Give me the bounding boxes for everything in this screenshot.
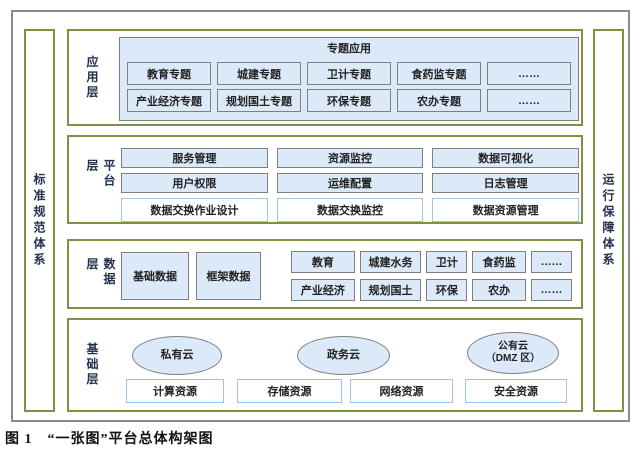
network-resource-box: 网络资源: [350, 379, 453, 403]
base-layer-label: 基础层: [85, 342, 99, 388]
platform-function-box: 用户权限: [121, 173, 268, 193]
data-category-box: 教育: [291, 251, 355, 273]
public-cloud-ellipse: 公有云 （DMZ 区）: [467, 332, 559, 374]
thematic-application-title: 专题应用: [327, 43, 371, 55]
thematic-application-container: 专题应用 教育专题 城建专题 卫计专题 食药监专题 …… 产业经济专题 规划国土…: [119, 37, 579, 121]
data-category-box-ellipsis: ……: [530, 251, 572, 273]
platform-function-box: 运维配置: [276, 173, 424, 193]
operation-support-system-bar: 运行保障体系: [593, 29, 624, 412]
compute-resource-box: 计算资源: [126, 379, 224, 403]
platform-function-grid: 服务管理 资源监控 数据可视化 用户权限 运维配置 日志管理 数据交换作业设计 …: [121, 148, 579, 222]
base-layer: 基础层 私有云 政务云 公有云 （DMZ 区） 计算资源 存储资源 网络资源 安…: [67, 318, 583, 412]
app-topic-box: 环保专题: [307, 89, 391, 112]
standards-system-bar: 标准规范体系: [24, 29, 55, 412]
platform-layer-label: 平台层: [85, 158, 116, 189]
data-category-box-ellipsis: ……: [530, 279, 572, 301]
storage-resource-box: 存储资源: [237, 379, 342, 403]
thematic-application-row-2: 产业经济专题 规划国土专题 环保专题 农办专题 ……: [120, 89, 578, 112]
app-topic-box: 农办专题: [397, 89, 481, 112]
data-category-box: 规划国土: [359, 279, 422, 301]
app-topic-box: 食药监专题: [397, 62, 481, 85]
security-resource-box: 安全资源: [465, 379, 567, 403]
app-topic-box: 产业经济专题: [127, 89, 211, 112]
thematic-application-row-1: 教育专题 城建专题 卫计专题 食药监专题 ……: [120, 62, 578, 85]
data-category-box: 城建水务: [359, 251, 422, 273]
data-category-box: 产业经济: [291, 279, 355, 301]
data-layer-label: 数据层: [85, 257, 116, 288]
government-cloud-ellipse: 政务云: [297, 336, 390, 375]
private-cloud-label: 私有云: [160, 348, 194, 361]
platform-function-box: 服务管理: [121, 148, 268, 168]
private-cloud-ellipse: 私有云: [132, 336, 222, 375]
app-topic-box: 城建专题: [217, 62, 301, 85]
app-topic-box: 教育专题: [127, 62, 211, 85]
basic-data-box: 基础数据: [121, 252, 189, 300]
public-cloud-label-line2: （DMZ 区）: [485, 353, 541, 364]
platform-function-box: 资源监控: [276, 148, 424, 168]
data-category-box: 环保: [426, 279, 468, 301]
platform-layer: 平台层 服务管理 资源监控 数据可视化 用户权限 运维配置 日志管理 数据交换作…: [67, 135, 583, 224]
app-topic-box-ellipsis: ……: [487, 89, 571, 112]
app-topic-box-ellipsis: ……: [487, 62, 571, 85]
platform-exchange-box: 数据资源管理: [432, 198, 579, 222]
standards-system-label: 标准规范体系: [32, 172, 46, 269]
data-category-box: 农办: [472, 279, 526, 301]
platform-function-box: 数据可视化: [432, 148, 579, 168]
data-category-box: 食药监: [472, 251, 526, 273]
data-category-box: 卫计: [426, 251, 468, 273]
data-category-grid: 教育 城建水务 卫计 食药监 …… 产业经济 规划国土 环保 农办 ……: [291, 251, 572, 301]
figure-caption: 图 1 “一张图”平台总体构架图: [5, 432, 214, 447]
government-cloud-label: 政务云: [327, 348, 360, 361]
diagram-frame: 标准规范体系 运行保障体系 应用层 专题应用 教育专题 城建专题 卫计专题 食药…: [11, 10, 630, 422]
data-layer: 数据层 基础数据 框架数据 教育 城建水务 卫计 食药监 …… 产业经济 规划国…: [67, 239, 583, 309]
application-layer: 应用层 专题应用 教育专题 城建专题 卫计专题 食药监专题 …… 产业经济专题 …: [67, 29, 583, 126]
operation-support-system-label: 运行保障体系: [601, 172, 615, 269]
platform-function-box: 日志管理: [432, 173, 579, 193]
framework-data-box: 框架数据: [196, 252, 261, 300]
public-cloud-label-line1: 公有云: [498, 340, 528, 352]
app-topic-box: 规划国土专题: [217, 89, 301, 112]
app-topic-box: 卫计专题: [307, 62, 391, 85]
application-layer-label: 应用层: [85, 55, 99, 100]
platform-exchange-box: 数据交换监控: [276, 198, 424, 222]
platform-exchange-box: 数据交换作业设计: [121, 198, 268, 222]
